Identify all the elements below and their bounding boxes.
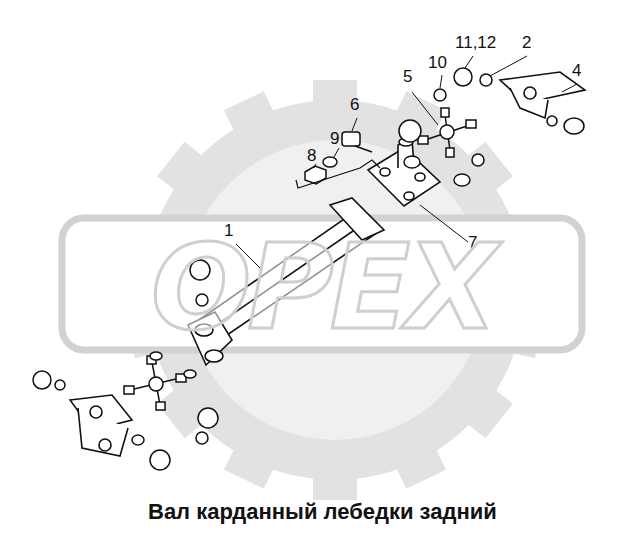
bottom-cross-part xyxy=(156,402,165,410)
caption: Вал карданный лебедки задний xyxy=(148,500,497,524)
bolt-set-part xyxy=(342,132,360,146)
bottom-cross-part xyxy=(130,378,180,390)
top-bearings-part xyxy=(399,120,421,142)
leader-lines-part xyxy=(352,118,357,131)
watermark-gear-part-part xyxy=(224,434,281,489)
leader-lines-part xyxy=(465,56,473,68)
leader-lines-part xyxy=(412,92,438,125)
callout-number: 9 xyxy=(330,130,339,147)
bottom-cross-part xyxy=(124,386,134,394)
bracket xyxy=(296,160,380,188)
top-cross-part xyxy=(446,148,454,157)
bottom-bearings-part xyxy=(184,370,196,378)
top-cross-part xyxy=(466,120,476,128)
callout-number: 2 xyxy=(522,34,531,51)
sliding-flange-part xyxy=(404,192,414,200)
callout-number: 8 xyxy=(307,147,316,164)
top-bearings-part xyxy=(454,68,472,86)
watermark-gear-part xyxy=(125,80,544,500)
leader-lines-part xyxy=(334,148,339,157)
top-flange-yoke-part xyxy=(510,88,548,118)
bottom-bearings-part xyxy=(150,450,170,470)
watermark-gear-part-part xyxy=(313,460,357,500)
watermark-gear xyxy=(62,80,582,500)
bottom-flange-yoke-part xyxy=(78,408,128,456)
callout-number: 6 xyxy=(350,96,359,113)
top-cross-part xyxy=(441,108,449,117)
leader-lines-part xyxy=(440,75,442,88)
top-bearings-part xyxy=(454,174,470,186)
top-flange-yoke-part xyxy=(524,87,536,99)
sliding-flange-part xyxy=(380,168,390,176)
bracket-part xyxy=(296,160,380,188)
bottom-cross-part xyxy=(149,377,163,391)
top-cross-part xyxy=(425,125,470,140)
top-cross xyxy=(418,108,476,157)
top-bearings xyxy=(399,68,584,186)
callout-number: 10 xyxy=(428,54,447,71)
bottom-flange-yoke xyxy=(70,395,132,456)
watermark-gear-part-part xyxy=(157,142,216,201)
top-bearings-part xyxy=(434,89,446,101)
bolt-set-part xyxy=(323,157,337,167)
bolt-set-part xyxy=(355,146,372,152)
bottom-bearings-part xyxy=(150,352,162,360)
bottom-cross xyxy=(124,356,186,410)
top-cross-part xyxy=(440,125,454,139)
watermark-gear-part xyxy=(62,218,582,350)
bottom-flange-yoke-part xyxy=(90,406,102,418)
top-flange-yoke-part xyxy=(547,116,557,126)
top-bearings-part xyxy=(472,154,484,166)
top-bearings-part xyxy=(404,156,420,168)
bottom-bearings-part xyxy=(198,408,218,428)
bottom-bearings-part xyxy=(132,435,144,445)
bottom-bearings-part xyxy=(33,371,51,389)
sliding-flange-part xyxy=(415,173,425,181)
watermark-gear-part-part xyxy=(454,379,513,438)
leader-lines-part xyxy=(562,84,577,92)
callout-number: 4 xyxy=(572,62,581,79)
watermark-logo: ОРЕХ xyxy=(151,228,493,346)
watermark-gear-part-part xyxy=(454,142,513,201)
leader-lines-part xyxy=(314,164,316,168)
leader-lines-part xyxy=(490,56,527,76)
top-bearings-part xyxy=(564,118,584,134)
callout-number: 5 xyxy=(403,68,412,85)
bolt-set-part xyxy=(305,166,326,184)
callout-number: 11,12 xyxy=(455,34,496,51)
sliding-flange xyxy=(330,138,440,240)
watermark-gear-part-part xyxy=(389,434,446,489)
top-flange-yoke xyxy=(500,72,585,126)
bottom-bearings-part xyxy=(196,432,208,444)
watermark-gear-part-part xyxy=(224,91,281,146)
bottom-bearings-part xyxy=(55,380,65,390)
bottom-flange-yoke-part xyxy=(99,439,111,451)
watermark-gear-part xyxy=(145,100,525,480)
shaft-yoke-part xyxy=(205,350,223,362)
